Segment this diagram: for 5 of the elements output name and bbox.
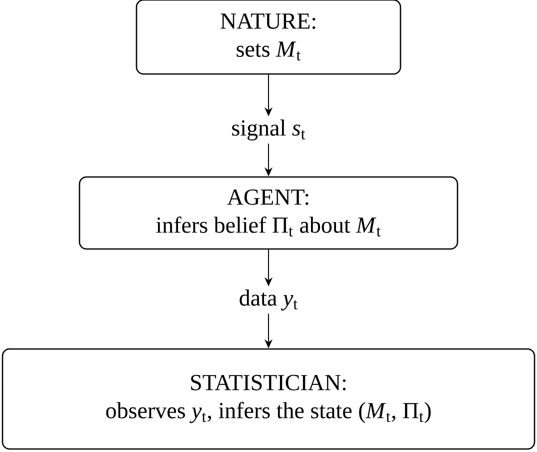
process-box: AGENT: infers belief Π$_{t}$ about M$_{t}$ (78, 176, 458, 250)
process-box: NATURE: sets M$_{t}$ (136, 0, 402, 75)
flow-label: signal s$_{t}$ (232, 120, 306, 140)
process-box: STATISTICIAN: observes y$_{t}$, infers the state (M$_{t}$, Π$_{t}$) (2, 348, 536, 450)
flow-label: data y$_{t}$ (240, 290, 298, 310)
